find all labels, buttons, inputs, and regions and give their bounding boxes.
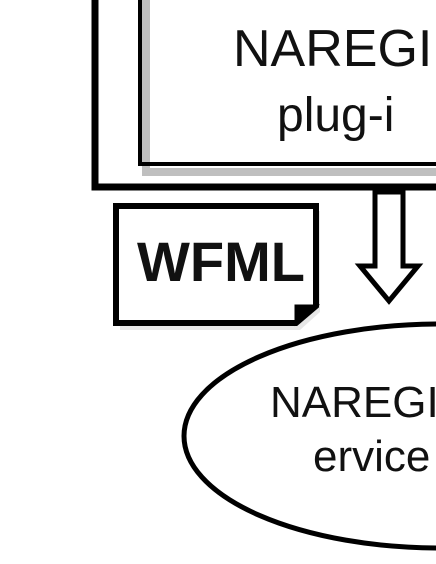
down-arrow-icon <box>354 189 424 305</box>
wfml-document-fold <box>294 304 321 327</box>
wfml-label: WFML <box>137 230 305 293</box>
plugin-box <box>138 0 436 166</box>
service-ellipse <box>181 321 436 551</box>
plugin-box-title: NAREGI <box>233 20 432 78</box>
service-title: NAREGI <box>270 378 436 427</box>
outer-frame <box>91 0 436 191</box>
plugin-box-shadow <box>142 0 436 176</box>
service-subtitle: ervice <box>313 432 430 481</box>
plugin-box-subtitle: plug-i <box>277 89 394 142</box>
